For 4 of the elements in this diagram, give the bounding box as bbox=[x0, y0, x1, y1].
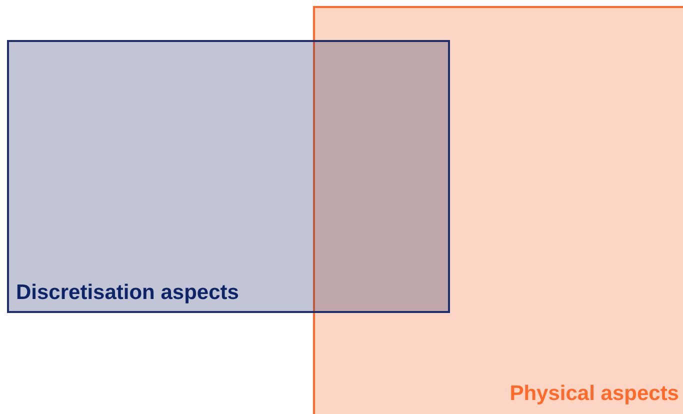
region-label: Discretisation aspects bbox=[16, 281, 239, 305]
category-rectangle bbox=[7, 40, 450, 313]
category-rectangle bbox=[313, 6, 683, 414]
region-label: Physical aspects bbox=[510, 382, 679, 406]
